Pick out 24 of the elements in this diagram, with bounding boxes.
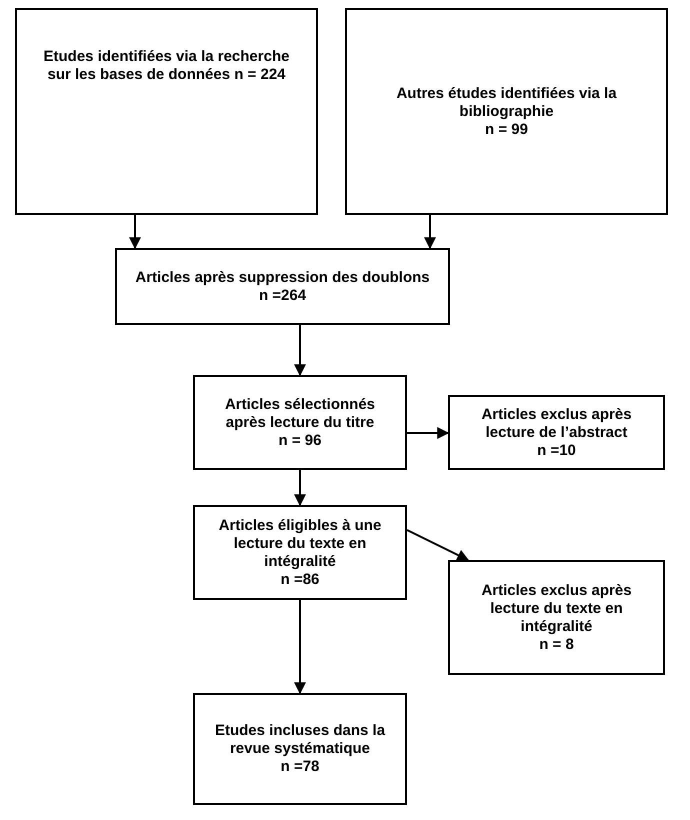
arrow — [424, 215, 436, 250]
box-text: n =264 — [258, 286, 306, 304]
box-text: n =86 — [280, 570, 320, 588]
arrow — [406, 529, 470, 561]
process-box — [115, 248, 450, 325]
arrow — [294, 470, 306, 506]
arrow — [407, 427, 450, 439]
box-text: Articles après suppression des doublons — [135, 268, 430, 286]
box-text: n = 96 — [278, 432, 322, 450]
process-box — [193, 505, 407, 600]
box-text: n =78 — [280, 758, 320, 776]
box-text: n =10 — [537, 442, 576, 460]
arrow — [294, 325, 306, 376]
arrow — [129, 215, 141, 250]
arrow — [294, 600, 306, 694]
process-box — [345, 8, 668, 215]
box-text: n = 99 — [485, 120, 528, 138]
box-text: n = 8 — [539, 636, 574, 654]
process-box — [193, 693, 407, 805]
process-box — [448, 560, 665, 675]
box-text: Etudes identifiées via la recherche sur les bases de données n = 224 — [42, 48, 290, 84]
process-box — [448, 395, 665, 470]
process-box — [193, 375, 407, 470]
process-box — [15, 8, 318, 215]
